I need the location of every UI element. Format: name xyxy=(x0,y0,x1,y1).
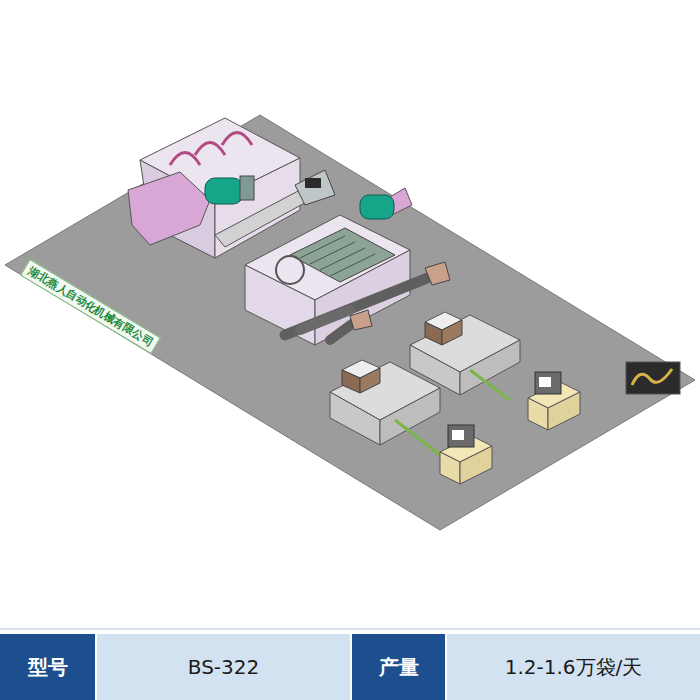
cell-text: 1.2-1.6万袋/天 xyxy=(505,654,643,681)
header-cell: 产量 xyxy=(352,634,445,700)
header-cell: 型号 xyxy=(0,634,95,700)
value-cell: 1.2-1.6万袋/天 xyxy=(447,634,700,700)
value-cell: BS-322 xyxy=(97,634,350,700)
cell-text: 型号 xyxy=(28,654,68,681)
cell-text: BS-322 xyxy=(188,655,259,679)
cell-text: 产量 xyxy=(379,654,419,681)
